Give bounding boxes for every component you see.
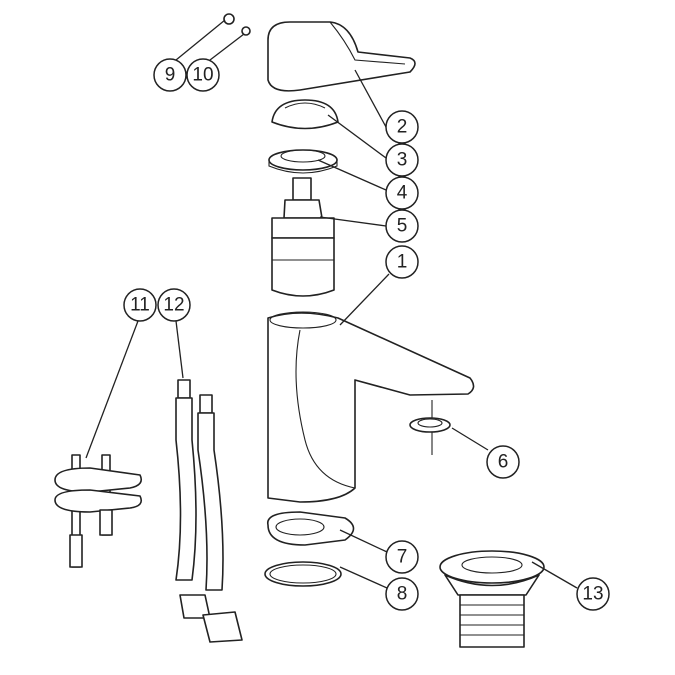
callout-3: 3 — [385, 143, 419, 177]
callout-8: 8 — [385, 577, 419, 611]
callout-1: 1 — [385, 245, 419, 279]
callout-12: 12 — [157, 288, 191, 322]
callout-2: 2 — [385, 110, 419, 144]
tap-body — [267, 311, 475, 503]
svg-text:8: 8 — [397, 584, 408, 605]
svg-text:2: 2 — [397, 117, 408, 138]
cover-cap — [271, 99, 339, 130]
flexible-hoses — [175, 379, 243, 643]
aerator — [409, 400, 451, 455]
callout-4: 4 — [385, 176, 419, 210]
pop-up-waste — [439, 550, 545, 648]
svg-text:4: 4 — [397, 183, 408, 204]
base-gasket-plate — [267, 511, 355, 546]
svg-text:1: 1 — [397, 252, 408, 273]
callout-6: 6 — [486, 445, 520, 479]
o-ring — [264, 561, 342, 587]
svg-text:6: 6 — [498, 452, 509, 473]
svg-text:9: 9 — [165, 65, 176, 86]
fixing-studs-bracket — [54, 454, 143, 568]
svg-text:3: 3 — [397, 150, 408, 171]
grub-screw-and-cap — [223, 13, 251, 36]
cartridge — [271, 177, 335, 297]
callout-5: 5 — [385, 209, 419, 243]
callout-11: 11 — [123, 288, 157, 322]
svg-text:13: 13 — [582, 584, 603, 605]
svg-text:12: 12 — [163, 295, 184, 316]
svg-text:7: 7 — [397, 547, 408, 568]
leader-lines — [85, 19, 578, 589]
callout-10: 10 — [186, 58, 220, 92]
lever-handle — [267, 21, 416, 92]
callout-7: 7 — [385, 540, 419, 574]
svg-text:5: 5 — [397, 216, 408, 237]
svg-text:10: 10 — [192, 65, 213, 86]
callout-9: 9 — [153, 58, 187, 92]
callout-13: 13 — [576, 577, 610, 611]
retaining-nut — [268, 149, 338, 174]
svg-text:11: 11 — [130, 295, 150, 316]
